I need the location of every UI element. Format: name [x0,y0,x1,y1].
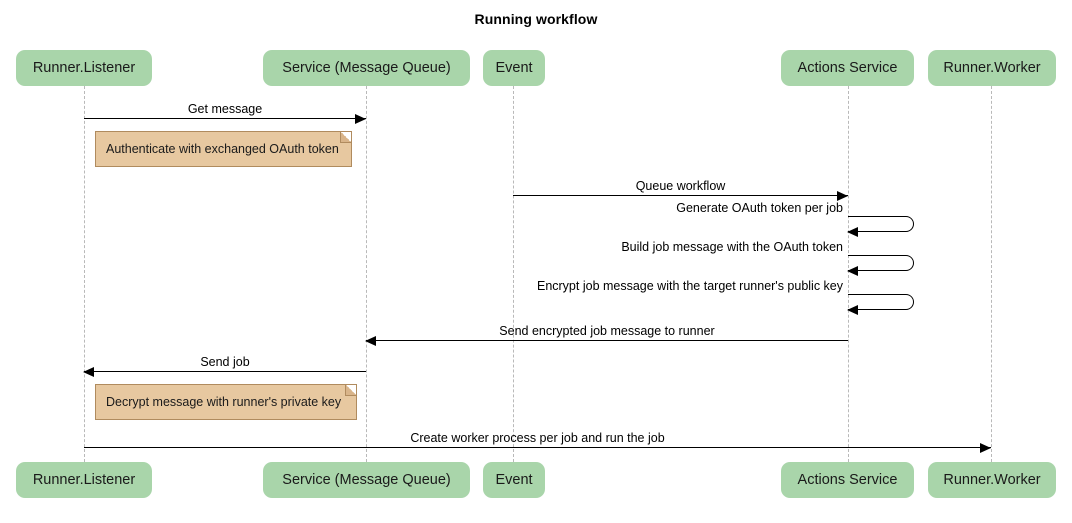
arrowhead-create-worker-process-per-job-and-run-the-job [980,442,991,453]
arrowhead-build-job-message-with-the-oauth-token [847,265,858,276]
participant-footer-runner-worker[interactable]: Runner.Worker [928,462,1056,498]
lifeline-event [513,86,514,462]
participant-footer-event[interactable]: Event [483,462,545,498]
message-label-generate-oauth-token-per-job: Generate OAuth token per job [676,201,843,215]
note-label-decrypt-message-with-runners-private-key: Decrypt message with runner's private ke… [106,395,342,409]
message-label-send-encrypted-job-message-to-runner: Send encrypted job message to runner [499,324,715,338]
arrowhead-get-message [355,113,366,124]
lifeline-runner-listener [84,86,85,462]
message-line-queue-workflow [513,195,848,196]
message-label-get-message: Get message [187,102,263,116]
message-label-build-job-message-with-the-oauth-token: Build job message with the OAuth token [621,240,843,254]
lifeline-runner-worker [991,86,992,462]
participant-footer-service-message-queue[interactable]: Service (Message Queue) [263,462,470,498]
participant-header-actions-service[interactable]: Actions Service [781,50,914,86]
message-line-create-worker-process-per-job-and-run-the-job [84,447,991,448]
message-line-get-message [84,118,366,119]
arrowhead-encrypt-job-message-with-the-target-runners-public-key [847,304,858,315]
note-fold-corner-icon [340,132,351,143]
participant-header-event[interactable]: Event [483,50,545,86]
note-authenticate-with-exchanged-oauth-token: Authenticate with exchanged OAuth token [95,131,352,167]
message-label-queue-workflow: Queue workflow [635,179,726,193]
message-line-send-encrypted-job-message-to-runner [366,340,848,341]
participant-header-runner-listener[interactable]: Runner.Listener [16,50,152,86]
arrowhead-queue-workflow [837,190,848,201]
arrowhead-send-encrypted-job-message-to-runner [365,335,376,346]
message-label-create-worker-process-per-job-and-run-the-job: Create worker process per job and run th… [410,431,665,445]
note-label-authenticate-with-exchanged-oauth-token: Authenticate with exchanged OAuth token [106,142,339,156]
page-title: Running workflow [474,11,598,27]
participant-footer-runner-listener[interactable]: Runner.Listener [16,462,152,498]
selfloop-generate-oauth-token-per-job [848,216,914,232]
message-label-send-job: Send job [200,355,250,369]
participant-header-runner-worker[interactable]: Runner.Worker [928,50,1056,86]
arrowhead-generate-oauth-token-per-job [847,226,858,237]
note-decrypt-message-with-runners-private-key: Decrypt message with runner's private ke… [95,384,357,420]
message-line-send-job [84,371,366,372]
arrowhead-send-job [83,366,94,377]
selfloop-build-job-message-with-the-oauth-token [848,255,914,271]
lifeline-service-message-queue [366,86,367,462]
note-fold-corner-icon [345,385,356,396]
participant-header-service-message-queue[interactable]: Service (Message Queue) [263,50,470,86]
message-label-encrypt-job-message-with-the-target-runners-public-key: Encrypt job message with the target runn… [536,279,843,293]
participant-footer-actions-service[interactable]: Actions Service [781,462,914,498]
selfloop-encrypt-job-message-with-the-target-runners-public-key [848,294,914,310]
